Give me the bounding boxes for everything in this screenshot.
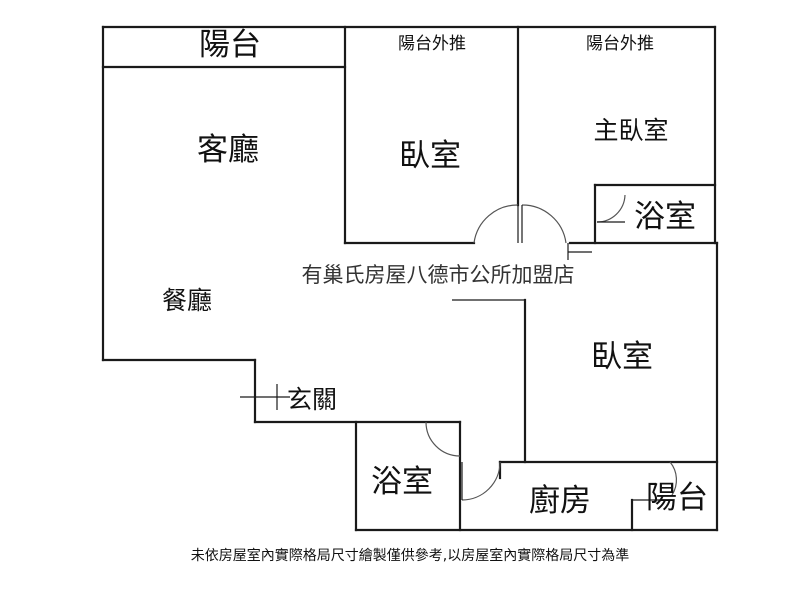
balcony-extended-label-1: 陽台外推 <box>398 34 466 54</box>
entrance-label: 玄關 <box>287 385 337 414</box>
door-swings <box>240 194 678 501</box>
dining-room-label: 餐廳 <box>162 286 212 315</box>
bath-2-label: 浴室 <box>371 464 433 500</box>
disclaimer-note: 未依房屋室內實際格局尺寸繪製僅供參考,以房屋室內實際格局尺寸為準 <box>191 547 629 564</box>
kitchen-balcony-label: 陽台 <box>646 480 708 516</box>
master-bath-label: 浴室 <box>634 199 696 235</box>
master-bedroom-label: 主臥室 <box>593 116 668 145</box>
bedroom-2-label: 臥室 <box>591 339 653 375</box>
living-room-label: 客廳 <box>197 132 259 168</box>
balcony-extended-label-2: 陽台外推 <box>586 34 654 54</box>
interior-walls <box>101 25 719 532</box>
kitchen-label: 廚房 <box>529 483 591 519</box>
outer-walls <box>101 25 719 532</box>
agency-watermark: 有巢氏房屋八德市公所加盟店 <box>302 263 575 287</box>
room-labels: 陽台 陽台外推 陽台外推 客廳 臥室 主臥室 浴室 餐廳 臥室 玄關 浴室 廚房… <box>162 27 708 519</box>
balcony-top-label: 陽台 <box>199 27 261 63</box>
bedroom-1-label: 臥室 <box>399 138 461 174</box>
